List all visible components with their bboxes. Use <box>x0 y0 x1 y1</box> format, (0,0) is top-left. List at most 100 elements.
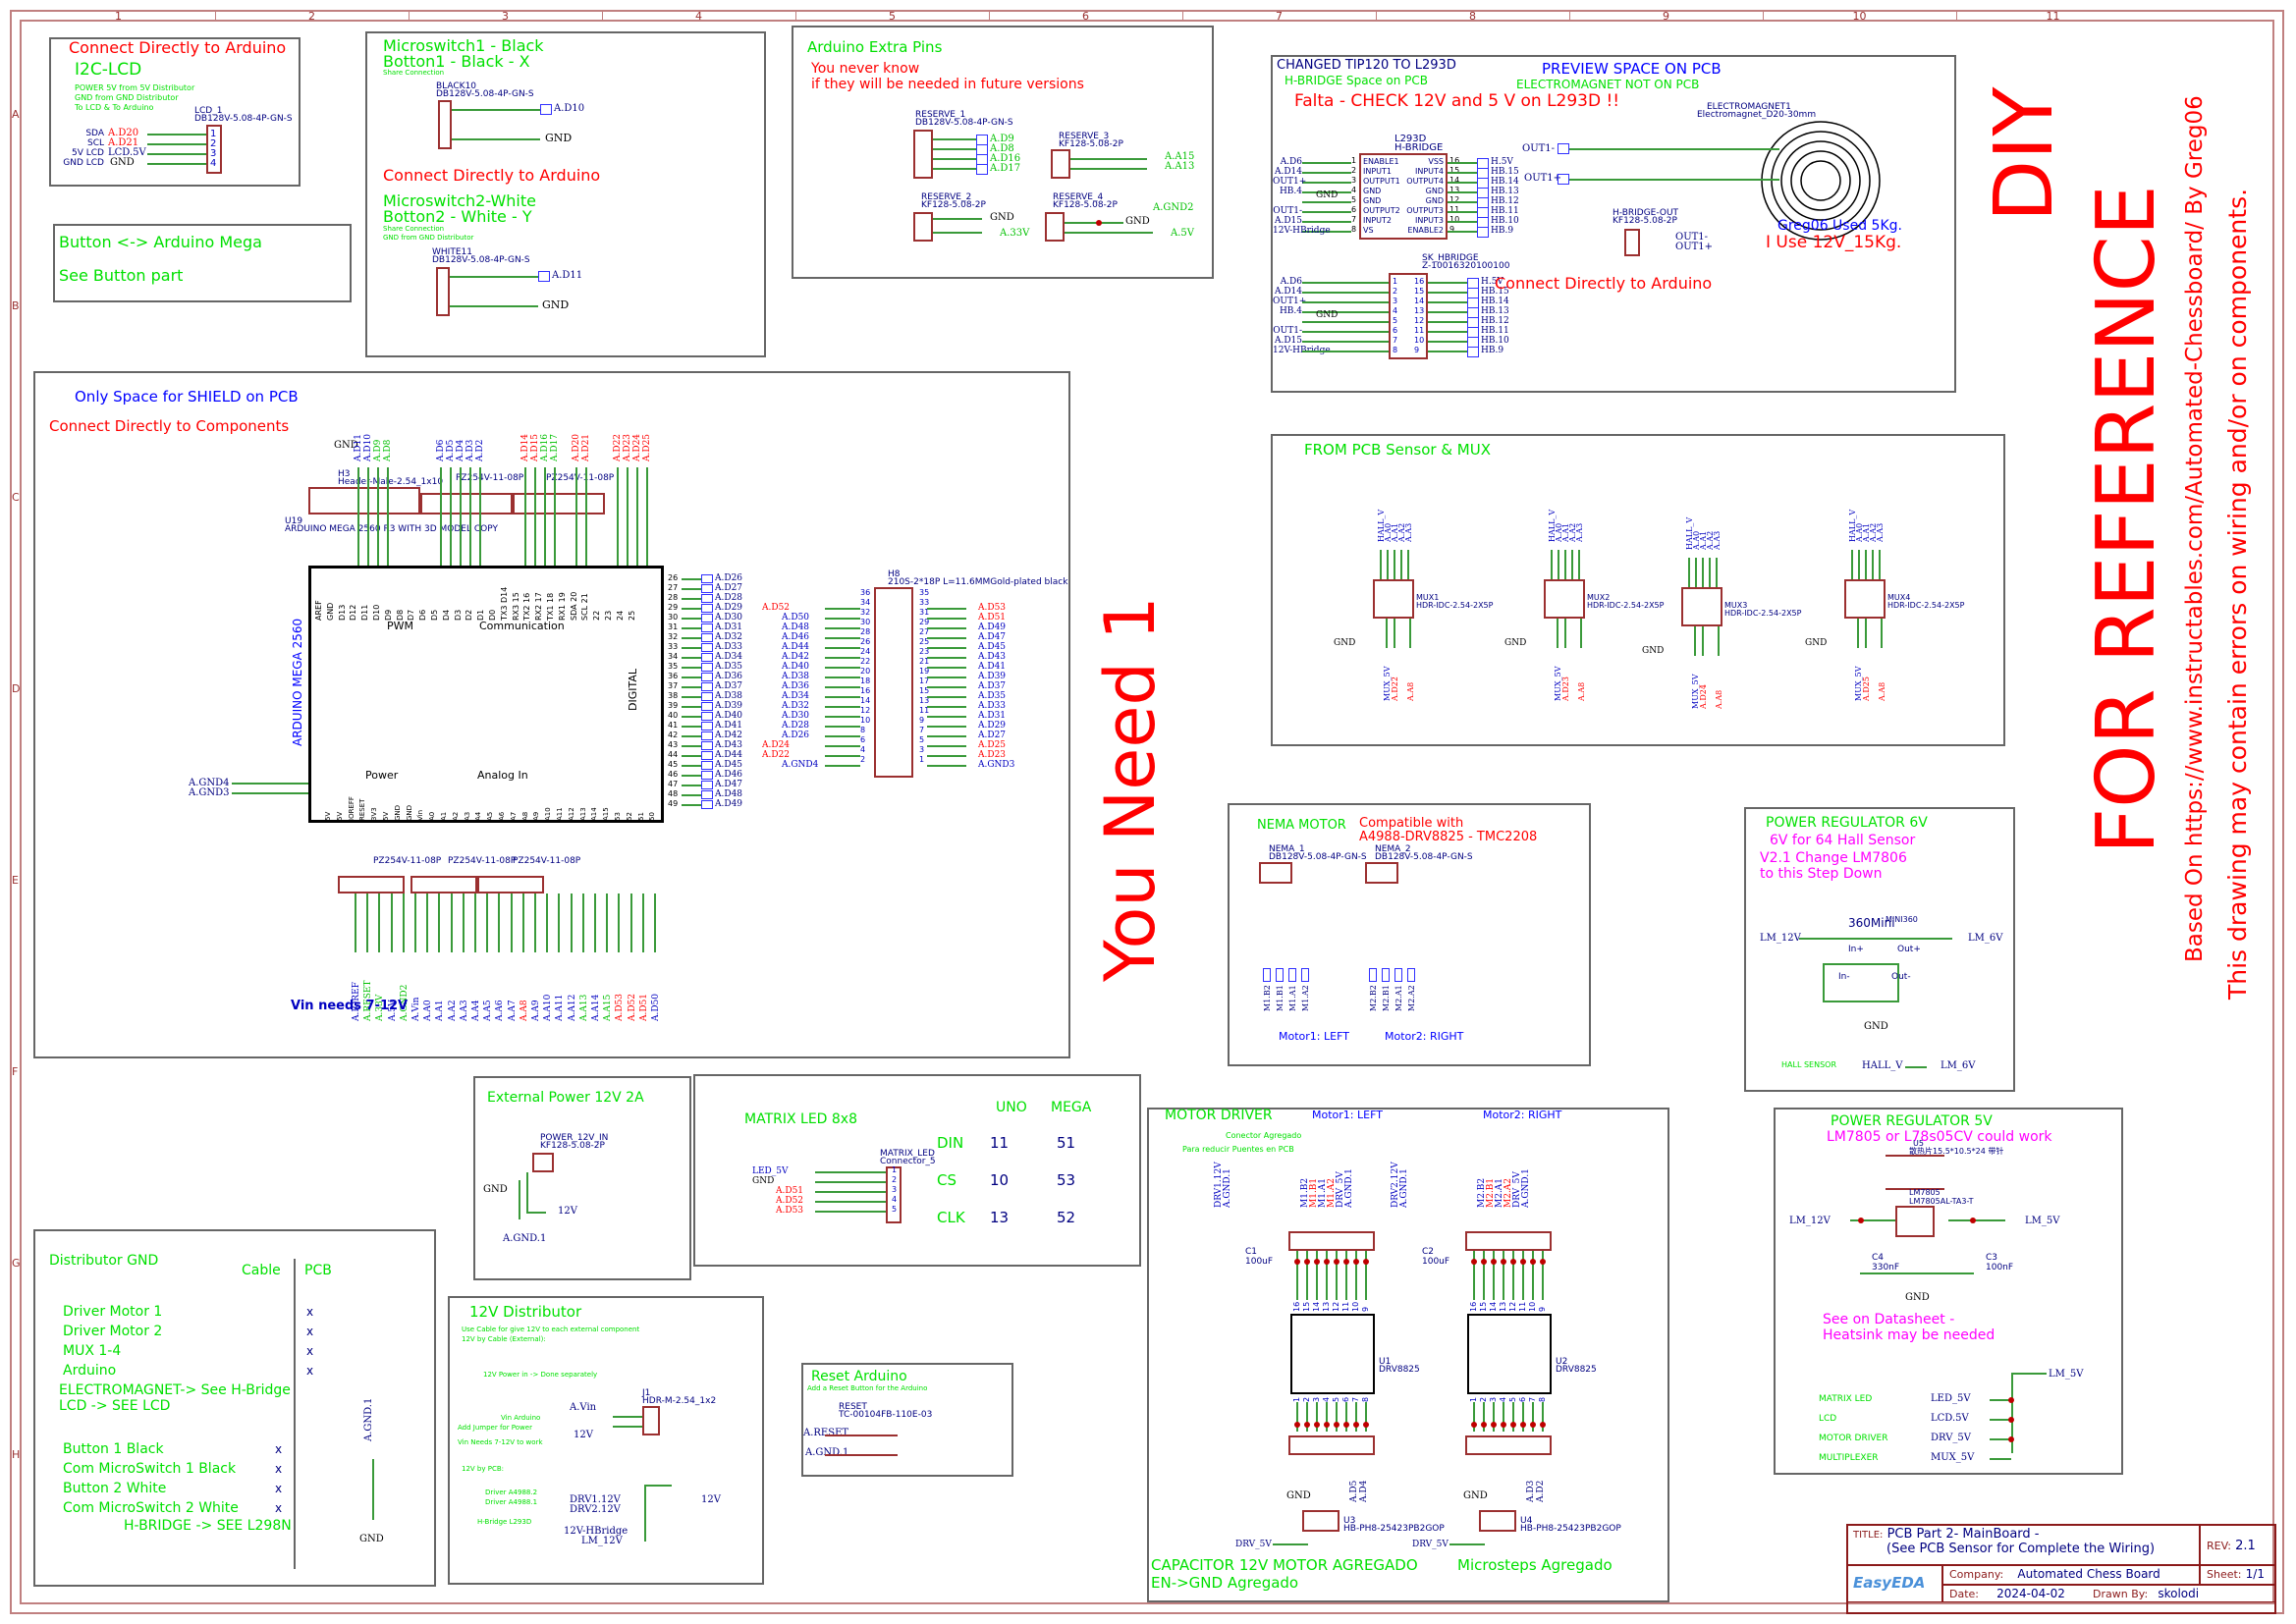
arduino-right-net: A.D32 <box>715 632 743 642</box>
wire <box>682 677 701 678</box>
wire <box>1473 1251 1475 1300</box>
wire <box>927 686 966 688</box>
arduino-right-pin: 29 <box>668 603 679 612</box>
net-flag <box>1394 968 1402 982</box>
nema-net: M1.A1 <box>1288 985 1297 1011</box>
reg5v-dist-net: LM_5V <box>2049 1369 2084 1380</box>
wire <box>1302 321 1389 323</box>
lcd-part-ref: LCD_1 <box>194 106 223 116</box>
wire <box>927 627 966 629</box>
net-flag <box>701 633 713 642</box>
nema-net: M2.B1 <box>1382 985 1391 1011</box>
h8-value: 210S-2*18P L=11.6MMGold-plated black <box>888 577 1068 587</box>
wire <box>617 467 619 566</box>
wire <box>927 765 966 767</box>
dist12v-net-drv2: DRV2.12V <box>570 1504 621 1515</box>
wire <box>524 467 526 566</box>
arduino-bottom-net: A.A8 <box>519 1000 529 1021</box>
wire <box>1718 626 1720 656</box>
nema1-value: DB128V-5.08-4P-GN-S <box>1269 852 1367 862</box>
ext-power-gnd: GND <box>483 1184 508 1195</box>
wire <box>825 706 860 708</box>
arduino-right-net: A.D48 <box>715 789 743 799</box>
hbridge-out-value: KF128-5.08-2P <box>1613 216 1677 226</box>
junction <box>1324 1422 1330 1428</box>
ext-power-gnd-net: A.GND.1 <box>503 1233 547 1244</box>
reserve2-value: KF128-5.08-2P <box>921 200 986 210</box>
mux-bottom-net: A.A8 <box>1878 681 1886 701</box>
h8-pin: 18 <box>860 677 871 685</box>
wire <box>438 893 441 952</box>
driver-gnd: GND <box>1286 1490 1311 1501</box>
junction <box>1304 1259 1310 1265</box>
wire <box>933 232 982 234</box>
gnd-cable-item: Button 2 White <box>63 1481 167 1496</box>
arduino-right-pin: 40 <box>668 711 679 720</box>
wire <box>646 467 648 566</box>
wire <box>825 696 860 698</box>
wire <box>1302 182 1351 184</box>
wire <box>1542 1402 1544 1432</box>
wire <box>1428 321 1467 323</box>
gnd-dist-title: Distributor GND <box>49 1253 159 1269</box>
wire <box>1448 221 1477 223</box>
ext-power-value: KF128-5.08-2P <box>540 1141 605 1151</box>
wire <box>1428 282 1467 284</box>
driver-top-pin-num: 16 <box>1469 1301 1478 1312</box>
wire <box>498 893 501 952</box>
wire <box>1702 558 1704 587</box>
wire <box>682 775 701 777</box>
matrix-ref: MATRIX_LED <box>880 1149 935 1159</box>
group-power: Power <box>365 769 399 782</box>
wire <box>825 745 860 747</box>
arduino-bottom-net: A.A13 <box>578 994 589 1021</box>
h8-header <box>874 587 913 778</box>
h6-header <box>410 876 477 893</box>
mux-value: HDR-IDC-2.54-2X5P <box>1587 601 1665 610</box>
ext-power-title: External Power 12V 2A <box>487 1090 644 1106</box>
wire <box>1503 1402 1504 1432</box>
matrix-pin: 4 <box>892 1195 898 1204</box>
wire <box>682 627 701 629</box>
driver-top-net: A.GND.1 <box>1223 1168 1232 1208</box>
h8-pin: 25 <box>919 637 930 646</box>
h8-left-net: A.D46 <box>782 632 810 642</box>
h8-pin: 3 <box>919 745 925 754</box>
arduino-bottom-pin: 50 <box>648 812 657 821</box>
wire <box>1386 619 1388 648</box>
h8-pin: 14 <box>860 696 871 705</box>
driver-5v-net: DRV_5V <box>1412 1540 1449 1549</box>
reg5v-datasheet-2: Heatsink may be needed <box>1823 1327 1995 1343</box>
dist12v-12v: 12V <box>701 1494 721 1505</box>
sheet-frame-inner <box>20 20 2274 1604</box>
l293d-pin-name: INPUT4 <box>1415 167 1444 176</box>
reserve3-net-2: A.A13 <box>1165 161 1195 172</box>
matrix-mega-pin: 51 <box>1057 1134 1076 1152</box>
arduino-top-pin: D10 <box>372 604 381 621</box>
c3-value: 100nF <box>1986 1263 2014 1272</box>
wire <box>147 163 206 165</box>
h8-left-net: A.D40 <box>782 662 810 672</box>
nema-compat-1: Compatible with <box>1359 816 1464 831</box>
wire <box>606 893 609 952</box>
l293d-right-net: HB.12 <box>1491 196 1519 206</box>
net-flag <box>701 781 713 789</box>
arduino-bottom-pin: A9 <box>532 811 541 821</box>
driver-top-pin-num: 13 <box>1499 1301 1507 1312</box>
gnd-pcb-mark: x <box>306 1364 314 1378</box>
junction <box>1314 1422 1320 1428</box>
wire <box>682 785 701 786</box>
mux-body <box>1681 587 1722 626</box>
wire <box>682 657 701 659</box>
driver-top-net: A.GND.1 <box>1399 1168 1409 1208</box>
gnd-net-3: A.GND3 <box>189 787 230 798</box>
rev-value: 2.1 <box>2235 1539 2256 1553</box>
mux-body <box>1373 579 1414 619</box>
motor-driver-note-2: Para reducir Puentes en PCB <box>1182 1145 1294 1154</box>
driver-top-pin-num: 16 <box>1292 1301 1301 1312</box>
wire <box>1522 1402 1524 1432</box>
wire <box>1070 168 1147 170</box>
arduino-right-net: A.D36 <box>715 672 743 681</box>
magnet-ref: ELECTROMAGNET1 <box>1707 102 1791 112</box>
wire <box>147 134 206 135</box>
